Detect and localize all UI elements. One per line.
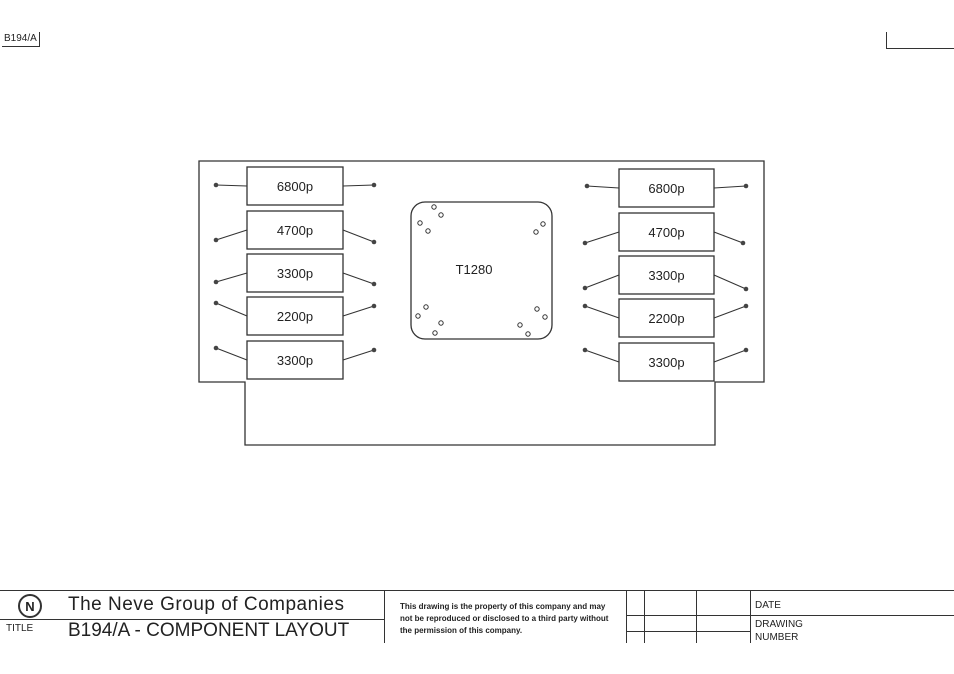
solder-pad <box>744 287 749 292</box>
solder-pad <box>585 184 590 189</box>
component-layout-diagram: 6800p 4700p 3300p 2200p 3300p 6800p 4700p 3300… <box>0 0 954 590</box>
date-label: DATE <box>755 600 781 611</box>
divider <box>750 591 751 643</box>
capacitor-lead <box>585 350 619 362</box>
divider <box>384 591 385 643</box>
solder-pad <box>583 348 588 353</box>
divider <box>696 591 697 643</box>
neve-logo-icon: N <box>18 594 42 618</box>
capacitor-value-label: 2200p <box>648 311 684 326</box>
solder-pad <box>372 304 377 309</box>
solder-pad <box>214 346 219 351</box>
capacitor-lead <box>216 185 247 186</box>
capacitor-lead <box>216 303 247 316</box>
capacitor-value-label: 6800p <box>277 179 313 194</box>
drawing-title: B194/A - COMPONENT LAYOUT <box>68 620 349 642</box>
capacitor-value-label: 4700p <box>648 225 684 240</box>
capacitor-lead <box>216 230 247 240</box>
capacitor-lead <box>216 273 247 282</box>
solder-pad <box>583 304 588 309</box>
capacitor-value-label: 3300p <box>648 268 684 283</box>
solder-pad <box>372 282 377 287</box>
capacitor-lead <box>343 306 374 316</box>
drawing-number-label: DRAWING NUMBER <box>755 618 835 644</box>
solder-pad <box>372 348 377 353</box>
copyright-notice: This drawing is the property of this com… <box>400 601 620 637</box>
capacitor-value-label: 3300p <box>648 355 684 370</box>
capacitor-lead <box>714 232 743 243</box>
solder-pad <box>214 301 219 306</box>
solder-pad <box>214 238 219 243</box>
capacitor-lead <box>714 306 746 318</box>
company-name: The Neve Group of Companies <box>68 594 344 616</box>
transformer-label: T1280 <box>456 262 493 277</box>
solder-pad <box>372 183 377 188</box>
capacitor-value-label: 3300p <box>277 353 313 368</box>
capacitor-lead <box>343 230 374 242</box>
capacitor-lead <box>585 275 619 288</box>
capacitor-lead <box>585 306 619 318</box>
capacitor-lead <box>343 350 374 360</box>
capacitor-lead <box>587 186 619 188</box>
capacitor-lead <box>343 185 374 186</box>
divider <box>644 591 645 643</box>
right-capacitor-group: 6800p 4700p 3300p 2200p 3300p <box>583 169 749 381</box>
capacitor-value-label: 3300p <box>277 266 313 281</box>
solder-pad <box>583 241 588 246</box>
solder-pad <box>744 348 749 353</box>
solder-pad <box>214 280 219 285</box>
divider <box>626 591 627 643</box>
capacitor-value-label: 4700p <box>277 223 313 238</box>
title-block: N The Neve Group of Companies TITLE B194… <box>0 590 954 643</box>
title-label: TITLE <box>6 623 33 634</box>
capacitor-lead <box>714 186 746 188</box>
solder-pad <box>583 286 588 291</box>
capacitor-value-label: 2200p <box>277 309 313 324</box>
capacitor-lead <box>714 275 746 289</box>
capacitor-lead <box>343 273 374 284</box>
capacitor-lead <box>714 350 746 362</box>
divider <box>626 615 954 616</box>
divider <box>626 631 750 632</box>
capacitor-value-label: 6800p <box>648 181 684 196</box>
solder-pad <box>372 240 377 245</box>
solder-pad <box>744 184 749 189</box>
left-capacitor-group: 6800p 4700p 3300p 2200p 3300p <box>214 167 377 379</box>
solder-pad <box>214 183 219 188</box>
solder-pad <box>744 304 749 309</box>
capacitor-lead <box>585 232 619 243</box>
solder-pad <box>741 241 746 246</box>
capacitor-lead <box>216 348 247 360</box>
